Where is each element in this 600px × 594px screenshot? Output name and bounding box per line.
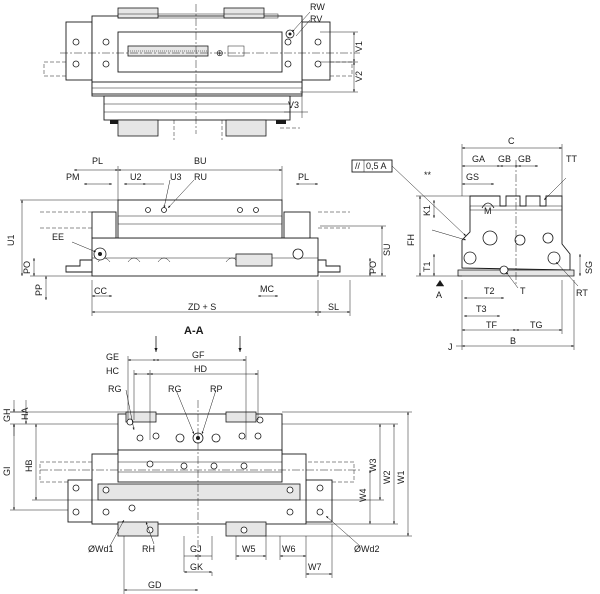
label-RV: RV xyxy=(310,14,322,24)
label-EE: EE xyxy=(52,232,64,242)
label-GA: GA xyxy=(472,154,485,164)
label-RP: RP xyxy=(210,384,223,394)
label-GK: GK xyxy=(190,562,203,572)
label-A: A xyxy=(436,290,442,300)
label-U3: U3 xyxy=(170,172,182,182)
side-view: // 0,5 A ** C GA GB GB xyxy=(351,136,594,352)
label-asterisk: ** xyxy=(424,170,432,180)
label-W3: W3 xyxy=(368,459,378,473)
label-RU: RU xyxy=(194,172,207,182)
label-PO-right: PO xyxy=(368,261,378,274)
label-PP: PP xyxy=(34,284,44,296)
flatness-symbol: // xyxy=(355,161,361,171)
label-C: C xyxy=(508,136,515,146)
front-view: PL BU PM U2 U3 RU PL U1 EE PO PP CC MC Z… xyxy=(6,156,392,316)
label-BU: BU xyxy=(194,156,207,166)
label-W2: W2 xyxy=(382,471,392,485)
label-PM: PM xyxy=(66,172,80,182)
label-RH: RH xyxy=(142,544,155,554)
label-GD: GD xyxy=(148,580,162,590)
section-view: A-A xyxy=(2,325,412,594)
label-T: T xyxy=(520,286,526,296)
label-T1: T1 xyxy=(422,261,432,272)
label-GF: GF xyxy=(192,350,205,360)
label-HA: HA xyxy=(20,407,30,420)
label-V2: V2 xyxy=(354,71,364,82)
label-T3: T3 xyxy=(476,304,487,314)
label-K1: K1 xyxy=(422,205,432,216)
label-GS: GS xyxy=(466,172,479,182)
label-GJ: GJ xyxy=(190,544,202,554)
label-TT: TT xyxy=(566,154,577,164)
label-RW: RW xyxy=(310,2,325,12)
label-U1: U1 xyxy=(6,234,16,246)
label-MC: MC xyxy=(260,284,274,294)
label-GE: GE xyxy=(106,352,119,362)
label-SG: SG xyxy=(584,261,594,274)
label-J: J xyxy=(448,342,453,352)
label-GB-1: GB xyxy=(498,154,511,164)
label-V1: V1 xyxy=(354,41,364,52)
section-title: A-A xyxy=(184,325,204,337)
label-PL-right: PL xyxy=(298,172,309,182)
label-W6: W6 xyxy=(282,544,296,554)
label-M: M xyxy=(484,206,492,216)
label-FH: FH xyxy=(406,234,416,246)
label-W7: W7 xyxy=(308,562,322,572)
label-SL: SL xyxy=(328,302,339,312)
label-HC: HC xyxy=(106,366,119,376)
label-Wd1: ØWd1 xyxy=(88,544,114,554)
label-PO: PO xyxy=(22,261,32,274)
label-T2: T2 xyxy=(484,286,495,296)
label-GB-2: GB xyxy=(518,154,531,164)
label-TG: TG xyxy=(530,320,543,330)
label-B: B xyxy=(510,336,516,346)
label-flatness: 0,5 A xyxy=(366,161,387,171)
label-ZD-S: ZD + S xyxy=(188,302,216,312)
label-GI: GI xyxy=(2,466,12,476)
label-RG-1: RG xyxy=(108,384,122,394)
label-RG-2: RG xyxy=(168,384,182,394)
top-view: ⊕ xyxy=(43,2,364,140)
label-RT: RT xyxy=(576,288,588,298)
label-V3: V3 xyxy=(288,100,299,110)
label-TF: TF xyxy=(486,320,497,330)
label-HD: HD xyxy=(194,364,207,374)
label-GH: GH xyxy=(2,409,12,423)
label-W1: W1 xyxy=(396,471,406,485)
label-SU: SU xyxy=(382,243,392,256)
label-HB: HB xyxy=(24,459,34,472)
label-U2: U2 xyxy=(130,172,142,182)
label-W4: W4 xyxy=(358,489,368,503)
label-W5: W5 xyxy=(242,544,256,554)
label-CC: CC xyxy=(94,286,107,296)
label-Wd2: ØWd2 xyxy=(354,544,380,554)
label-PL-left: PL xyxy=(92,156,103,166)
